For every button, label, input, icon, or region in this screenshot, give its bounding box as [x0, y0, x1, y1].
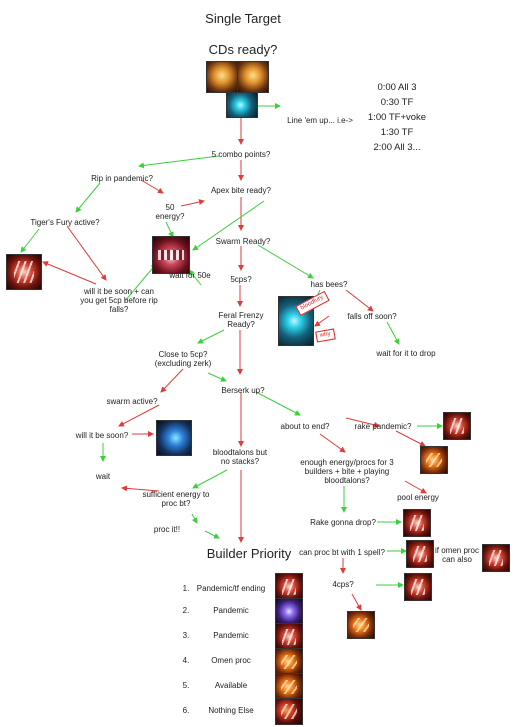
rake-icon-c	[406, 540, 434, 568]
node-rake-pandemic: rake pandemic?	[354, 422, 412, 431]
node-wait-50e: wait for 50e	[169, 271, 211, 280]
priority-number: 3.	[182, 631, 190, 640]
node-feral-frenzy: Feral Frenzy Ready?	[218, 311, 264, 329]
node-proc-bt-1-spell: can proc bt with 1 spell?	[299, 548, 385, 557]
time-4: 2:00 All 3...	[373, 142, 421, 153]
tigers-fury-icon	[6, 254, 42, 290]
cds-ready-heading: CDs ready?	[208, 42, 278, 57]
thrash-icon-a	[420, 446, 448, 474]
priority-number: 4.	[182, 656, 190, 665]
node-has-bees: has bees?	[310, 280, 348, 289]
node-wait: wait	[95, 472, 111, 481]
node-bloodtalons: bloodtalons but no stacks?	[212, 448, 268, 466]
node-proc-it: proc it!!	[153, 525, 181, 534]
priority-number: 6.	[182, 706, 190, 715]
time-1: 0:30 TF	[380, 97, 414, 108]
priority-label: Pandemic	[213, 631, 249, 640]
chart-title: Single Target	[205, 11, 281, 26]
tigers-fury-cd-icon	[206, 61, 238, 93]
priority-label: Omen proc	[211, 656, 251, 665]
convoke-cd-icon	[226, 92, 258, 118]
line-em-up-label: Line 'em up... i.e->	[287, 116, 353, 125]
ferocious-bite-icon	[152, 236, 190, 274]
priority-number: 5.	[182, 681, 190, 690]
node-four-cps: 4cps?	[332, 580, 354, 589]
node-falls-off-soon: falls off soon?	[347, 312, 397, 321]
node-about-to-end: about to end?	[280, 422, 330, 431]
thrash-icon-b	[347, 611, 375, 639]
node-will-it-be-soon: will it be soon?	[75, 431, 129, 440]
shred-icon	[275, 673, 303, 700]
node-swarm-ready: Swarm Ready?	[215, 237, 271, 246]
node-swarm-active: swarm active?	[106, 397, 158, 406]
rake-icon-a	[443, 412, 471, 440]
node-berserk-up: Berserk up?	[221, 386, 265, 395]
feral-spirit-cd-icon	[237, 61, 269, 93]
time-3: 1:30 TF	[380, 127, 414, 138]
node-five-cps: 5cps?	[230, 275, 252, 284]
node-five-cp: 5 combo points?	[211, 150, 271, 159]
omen-icon	[482, 544, 510, 572]
swipe-icon	[275, 698, 303, 725]
priority-label: Nothing Else	[208, 706, 254, 715]
berserk-icon	[156, 420, 192, 456]
time-0: 0:00 All 3	[377, 82, 417, 93]
node-close-to-5cp: Close to 5cp? (excluding zerk)	[154, 350, 212, 368]
rake-icon	[275, 573, 303, 600]
builder-priority-heading: Builder Priority	[206, 546, 292, 561]
priority-label: Pandemic	[213, 606, 249, 615]
node-tigers-fury: Tiger's Fury active?	[30, 218, 100, 227]
node-pool-energy: pool energy	[397, 493, 439, 502]
node-rake-drop: Rake gonna drop?	[310, 518, 376, 527]
node-enough-energy: enough energy/procs for 3 builders + bit…	[300, 458, 394, 485]
node-will-it-be-soon-rip: will it be soon + can you get 5cp before…	[80, 287, 158, 314]
omen-proc-icon	[275, 648, 303, 675]
cd-timeline: 0:00 All 3 0:30 TF 1:00 TF+voke 1:30 TF …	[358, 80, 436, 155]
node-sufficient-energy: sufficient energy to proc bt?	[142, 490, 210, 508]
node-fifty-energy: 50 energy?	[155, 203, 185, 221]
moonfire-icon	[275, 623, 303, 650]
time-2: 1:00 TF+voke	[367, 112, 427, 123]
rake-icon-d	[404, 573, 432, 601]
rake-icon-b	[403, 509, 431, 537]
thrash-icon	[275, 598, 303, 625]
node-apex-bite: Apex bite ready?	[210, 186, 272, 195]
priority-number: 2.	[182, 606, 190, 615]
node-omen-proc: if omen proc can also	[434, 546, 480, 564]
priority-number: 1.	[182, 584, 190, 593]
priority-label: Pandemic/tf ending	[196, 584, 266, 593]
priority-label: Available	[214, 681, 248, 690]
node-wait-drop: wait for it to drop	[376, 349, 436, 358]
node-rip-pandemic: Rip in pandemic?	[91, 174, 153, 183]
